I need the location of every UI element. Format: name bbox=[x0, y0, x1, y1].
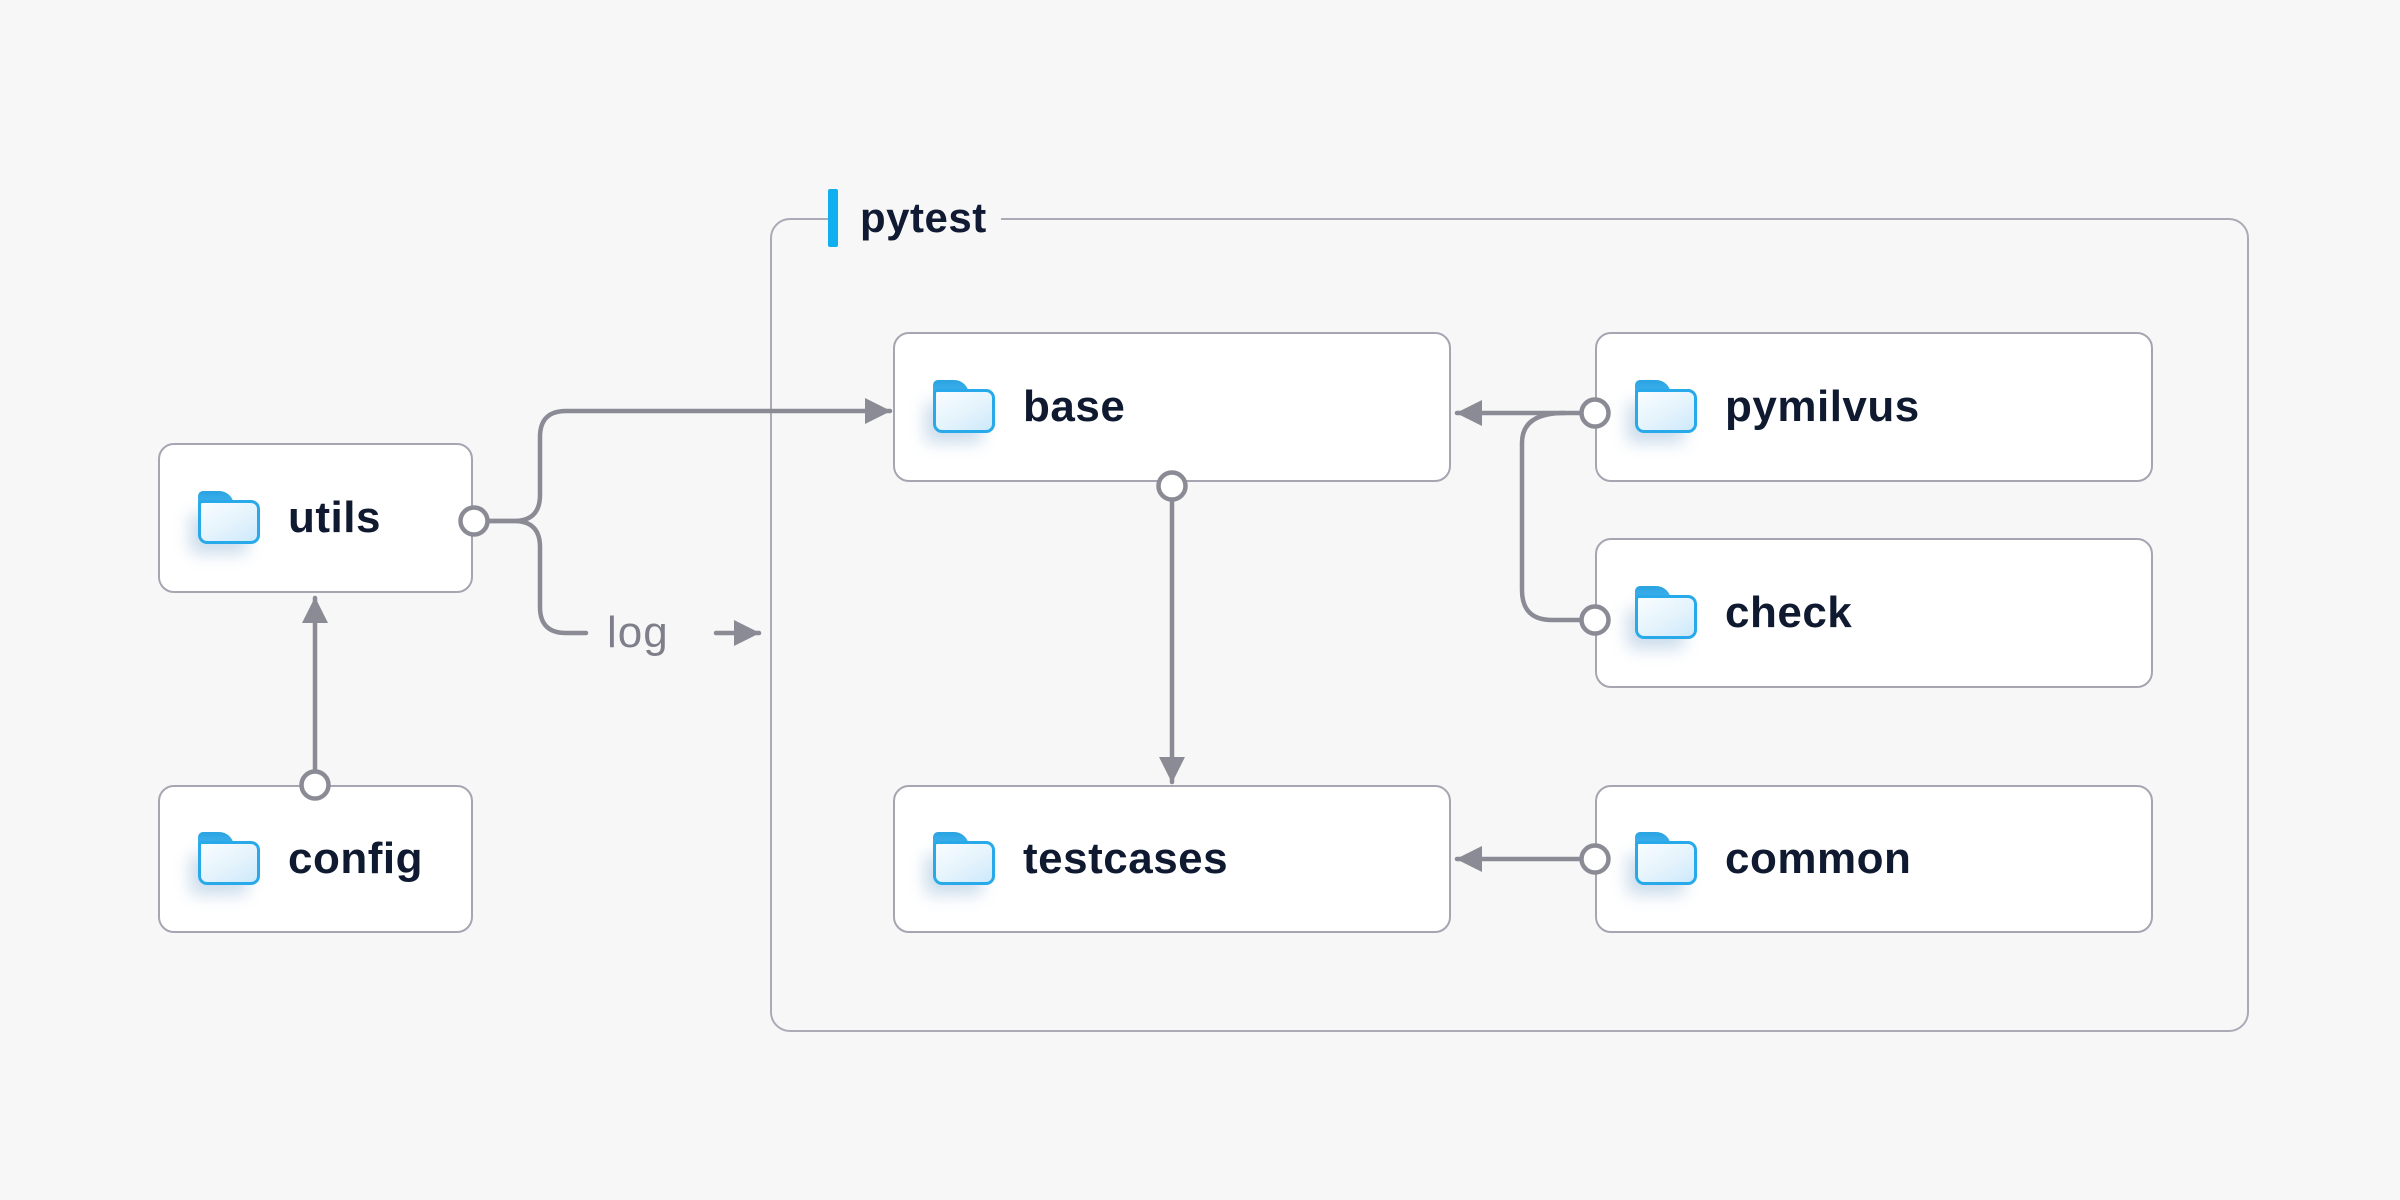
edge-utils-log bbox=[485, 518, 589, 636]
node-testcases-label: testcases bbox=[1023, 834, 1229, 883]
node-check: check bbox=[1595, 538, 2153, 688]
node-config-label: config bbox=[288, 834, 423, 883]
accent-bar-icon bbox=[828, 189, 838, 247]
folder-body bbox=[933, 389, 995, 433]
folder-body bbox=[1635, 841, 1697, 885]
folder-icon bbox=[933, 380, 996, 434]
folder-body bbox=[1635, 389, 1697, 433]
node-common: common bbox=[1595, 785, 2153, 933]
node-utils: utils bbox=[158, 443, 473, 593]
node-utils-label: utils bbox=[288, 493, 381, 542]
node-pymilvus-label: pymilvus bbox=[1725, 382, 1920, 431]
folder-icon bbox=[198, 491, 261, 545]
node-common-label: common bbox=[1725, 834, 1912, 883]
node-check-label: check bbox=[1725, 588, 1853, 637]
folder-body bbox=[1635, 595, 1697, 639]
folder-body bbox=[933, 841, 995, 885]
folder-body bbox=[198, 500, 260, 544]
folder-icon bbox=[1635, 832, 1698, 886]
node-config: config bbox=[158, 785, 473, 933]
group-pytest: pytest bbox=[770, 188, 2249, 1032]
folder-icon bbox=[198, 832, 261, 886]
group-pytest-title: pytest bbox=[860, 194, 987, 241]
folder-icon bbox=[933, 832, 996, 886]
node-pymilvus: pymilvus bbox=[1595, 332, 2153, 482]
node-base-label: base bbox=[1023, 382, 1126, 431]
group-pytest-label: pytest bbox=[828, 188, 1001, 248]
folder-body bbox=[198, 841, 260, 885]
node-base: base bbox=[893, 332, 1451, 482]
log-label: log bbox=[607, 608, 669, 657]
folder-icon bbox=[1635, 380, 1698, 434]
node-testcases: testcases bbox=[893, 785, 1451, 933]
folder-icon bbox=[1635, 586, 1698, 640]
